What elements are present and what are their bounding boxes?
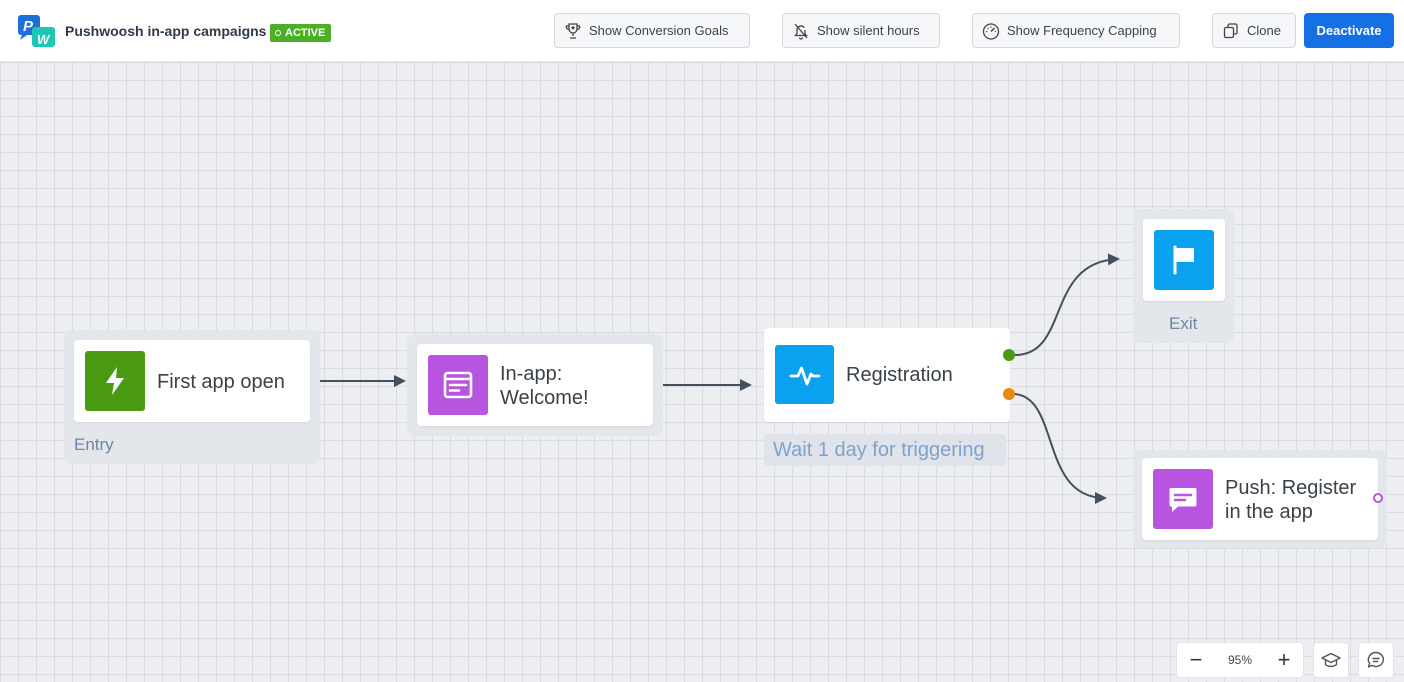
- chat-bubble-icon: [1367, 651, 1384, 668]
- speedometer-icon: [982, 22, 1000, 40]
- feedback-button[interactable]: [1358, 642, 1394, 678]
- deactivate-button[interactable]: Deactivate: [1304, 13, 1394, 48]
- registration-wait-label: Wait 1 day for triggering: [764, 434, 1006, 466]
- silent-hours-label: Show silent hours: [817, 23, 920, 38]
- svg-text:W: W: [37, 32, 51, 47]
- entry-node-first-app-open[interactable]: First app open: [74, 340, 310, 422]
- pulse-icon: [775, 345, 834, 404]
- header-bar: P W Pushwoosh in-app campaigns ACTIVE Sh…: [0, 0, 1404, 62]
- show-silent-hours-button[interactable]: Show silent hours: [782, 13, 940, 48]
- zoom-in-button[interactable]: +: [1277, 647, 1291, 672]
- push-node-register[interactable]: Push: Register in the app: [1142, 458, 1378, 540]
- clone-button[interactable]: Clone: [1212, 13, 1296, 48]
- inapp-title-line1: In-app:: [500, 363, 563, 385]
- registration-success-port[interactable]: [1003, 349, 1015, 361]
- app-title: Pushwoosh in-app campaigns: [65, 23, 267, 39]
- zoom-level: 95%: [1227, 653, 1253, 667]
- flag-icon: [1154, 230, 1214, 290]
- push-node-title: Push: Register in the app: [1225, 476, 1356, 524]
- push-title-line2: in the app: [1225, 501, 1313, 523]
- status-badge: ACTIVE: [270, 24, 332, 42]
- exit-node[interactable]: [1143, 219, 1225, 301]
- entry-node-title: First app open: [157, 371, 285, 393]
- entry-node-label: Entry: [74, 435, 114, 454]
- clone-label: Clone: [1247, 23, 1281, 38]
- registration-fail-port[interactable]: [1003, 388, 1015, 400]
- copy-icon: [1223, 22, 1238, 38]
- registration-node-title: Registration: [846, 364, 953, 386]
- exit-node-label: Exit: [1169, 314, 1198, 333]
- status-dot-icon: [275, 30, 281, 36]
- zoom-out-button[interactable]: −: [1189, 647, 1203, 672]
- in-app-window-icon: [428, 355, 488, 415]
- inapp-title-line2: Welcome!: [500, 387, 589, 409]
- tutorial-button[interactable]: [1313, 642, 1349, 678]
- push-output-port[interactable]: [1373, 493, 1383, 503]
- inapp-node-welcome[interactable]: In-app: Welcome!: [417, 344, 653, 426]
- status-text: ACTIVE: [285, 27, 326, 39]
- bell-off-icon: [793, 23, 809, 40]
- pushwoosh-logo-icon[interactable]: P W: [17, 14, 57, 50]
- inapp-node-title: In-app: Welcome!: [500, 362, 589, 410]
- frequency-capping-label: Show Frequency Capping: [1007, 23, 1157, 38]
- trophy-icon: [565, 22, 581, 39]
- registration-node[interactable]: Registration: [764, 328, 1010, 422]
- svg-text:P: P: [23, 18, 34, 35]
- show-frequency-capping-button[interactable]: Show Frequency Capping: [972, 13, 1180, 48]
- graduation-cap-icon: [1321, 652, 1341, 668]
- zoom-control: − 95% +: [1176, 642, 1304, 678]
- message-bubble-icon: [1153, 469, 1213, 529]
- push-title-line1: Push: Register: [1225, 477, 1357, 499]
- conversion-goals-label: Show Conversion Goals: [589, 23, 729, 38]
- lightning-icon: [85, 351, 145, 411]
- show-conversion-goals-button[interactable]: Show Conversion Goals: [554, 13, 750, 48]
